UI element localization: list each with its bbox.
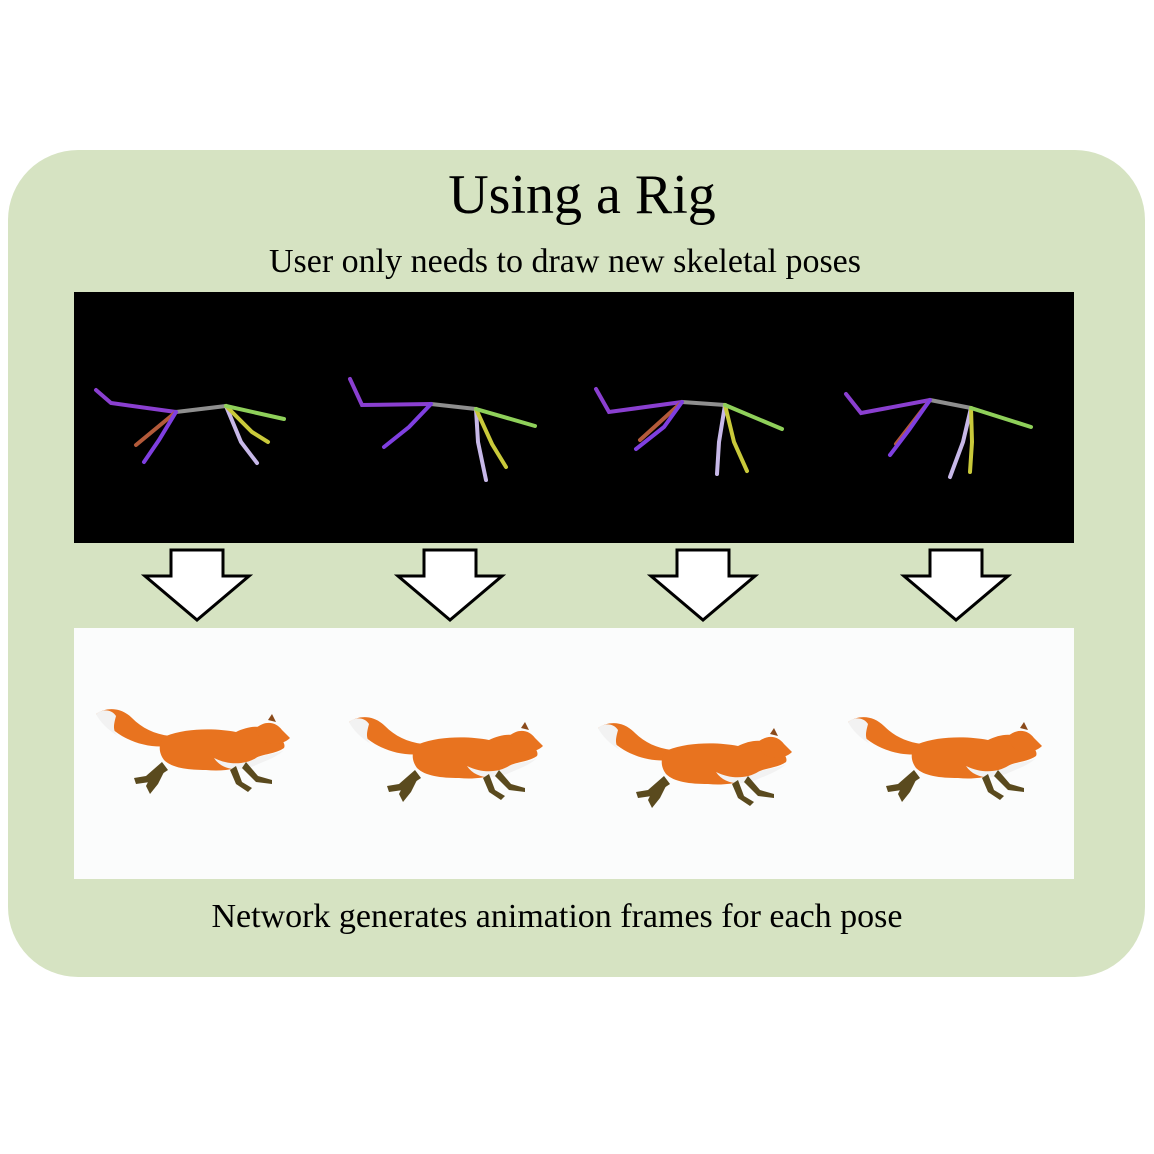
skeletal-pose-3: [594, 387, 784, 476]
animation-frames-strip: [74, 628, 1074, 879]
animation-frame-1: [96, 709, 290, 794]
animation-frame-3: [598, 723, 792, 808]
skeletal-pose-4: [844, 392, 1033, 479]
skeletal-pose-2: [348, 377, 537, 482]
animation-frames-svg: [96, 709, 1042, 808]
down-arrow-icon: [394, 548, 506, 624]
diagram-caption: Network generates animation frames for e…: [211, 898, 903, 935]
down-arrow-icon: [900, 548, 1012, 624]
down-arrow-icon: [647, 548, 759, 624]
animation-frame-2: [349, 717, 543, 802]
animation-frame-4: [848, 717, 1042, 802]
skeletal-poses-strip: [74, 292, 1074, 543]
down-arrow-icon: [141, 548, 253, 624]
skeletal-poses-svg: [94, 377, 1033, 482]
diagram-title: Using a Rig: [448, 164, 716, 226]
diagram-subtitle: User only needs to draw new skeletal pos…: [268, 243, 861, 280]
skeletal-pose-1: [94, 388, 286, 465]
